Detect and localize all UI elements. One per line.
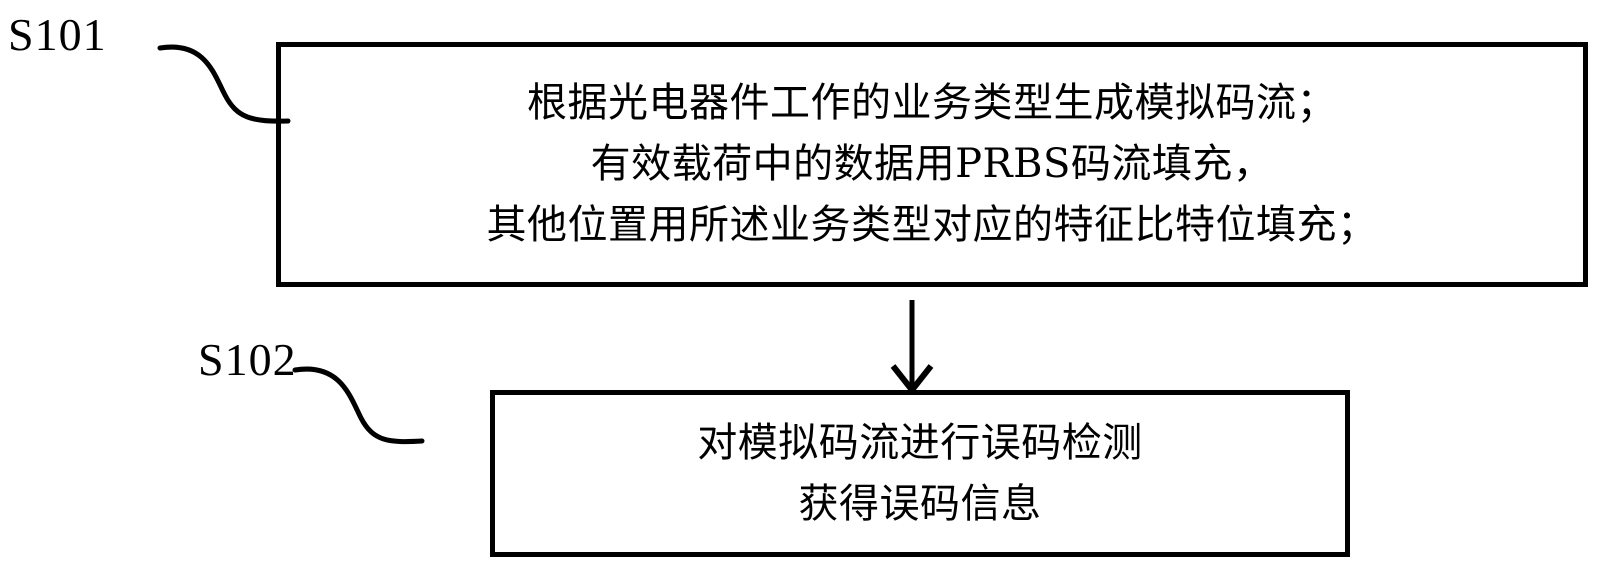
flow-arrowhead-icon xyxy=(890,364,934,395)
leader-line-s101-icon xyxy=(157,44,291,124)
process-box-s102-line-2: 获得误码信息 xyxy=(798,480,1042,527)
process-box-s101-line-2: 有效载荷中的数据用PRBS码流填充， xyxy=(590,141,1274,188)
process-box-s101: 根据光电器件工作的业务类型生成模拟码流； 有效载荷中的数据用PRBS码流填充， … xyxy=(276,42,1588,287)
leader-line-s102-icon xyxy=(292,366,425,445)
step-label-s102: S102 xyxy=(198,334,297,385)
process-box-s102-line-1: 对模拟码流进行误码检测 xyxy=(697,419,1143,466)
process-box-s101-line-1: 根据光电器件工作的业务类型生成模拟码流； xyxy=(527,80,1337,127)
process-box-s101-line-3: 其他位置用所述业务类型对应的特征比特位填充； xyxy=(486,201,1378,248)
process-box-s102: 对模拟码流进行误码检测 获得误码信息 xyxy=(490,390,1350,557)
step-label-s101: S101 xyxy=(8,9,107,60)
